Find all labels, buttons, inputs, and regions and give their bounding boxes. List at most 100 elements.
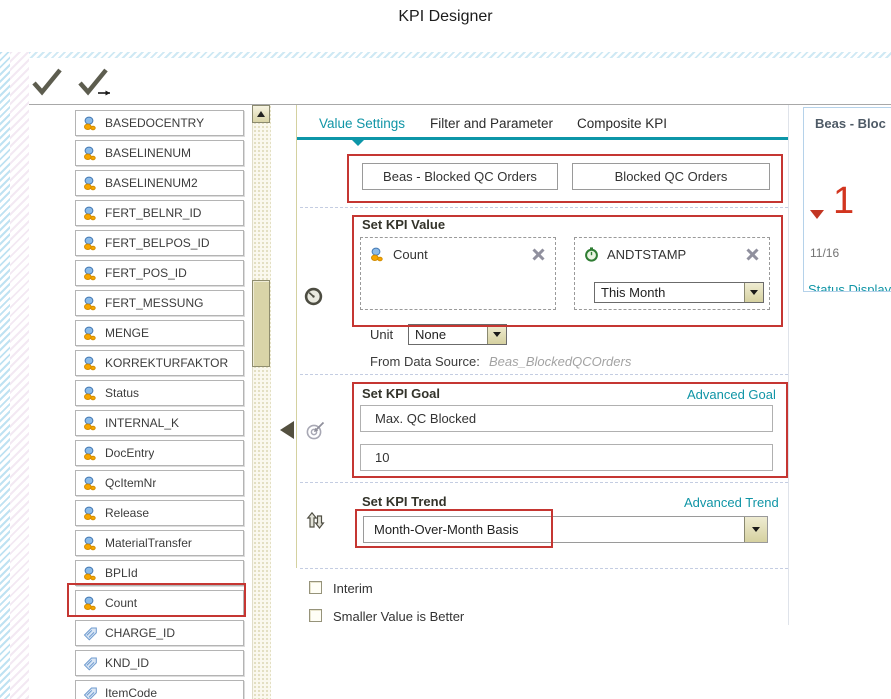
interim-label: Interim <box>333 581 373 596</box>
field-item-label: BASELINENUM <box>105 146 192 160</box>
field-item-label: BASELINENUM2 <box>105 176 198 190</box>
field-item-baselinenum2[interactable]: BASELINENUM2 <box>75 170 244 196</box>
confirm-and-next-check-icon[interactable] <box>76 66 112 98</box>
numeric-field-icon <box>83 356 98 371</box>
numeric-field-icon <box>83 566 98 581</box>
numeric-field-icon <box>83 446 98 461</box>
numeric-field-icon <box>83 176 98 191</box>
collapse-panel-arrow[interactable] <box>280 421 294 439</box>
tab-filter-and-parameter[interactable]: Filter and Parameter <box>430 116 554 131</box>
field-item-label: BPLId <box>105 566 138 580</box>
toolbar-divider <box>29 104 891 105</box>
field-item-label: MaterialTransfer <box>105 536 192 550</box>
field-item-label: QcItemNr <box>105 476 157 490</box>
field-item-internal_k[interactable]: INTERNAL_K <box>75 410 244 436</box>
field-item-materialtransfer[interactable]: MaterialTransfer <box>75 530 244 556</box>
interim-checkbox[interactable] <box>309 581 322 594</box>
numeric-field-icon <box>83 596 98 611</box>
numeric-field-icon <box>83 326 98 341</box>
numeric-field-icon <box>83 386 98 401</box>
field-item-knd_id[interactable]: KND_ID <box>75 650 244 676</box>
field-item-basedocentry[interactable]: BASEDOCENTRY <box>75 110 244 136</box>
scroll-up-button[interactable] <box>252 105 270 123</box>
dropdown-arrow-icon[interactable] <box>744 283 763 302</box>
window-border-left <box>0 52 10 699</box>
window-border-top <box>0 52 891 58</box>
dropdown-arrow-icon[interactable] <box>487 325 506 344</box>
value-section-title: Set KPI Value <box>362 217 446 232</box>
field-item-itemcode[interactable]: ItemCode <box>75 680 244 699</box>
separator <box>300 207 788 208</box>
unit-label: Unit <box>370 327 394 342</box>
field-item-label: ItemCode <box>105 686 158 699</box>
field-item-label: CHARGE_ID <box>105 626 176 640</box>
numeric-field-icon <box>83 536 98 551</box>
remove-time-field-icon[interactable] <box>745 247 760 262</box>
smaller-value-is-better-checkbox[interactable] <box>309 609 322 622</box>
active-tab-marker <box>352 140 364 146</box>
time-field-label: ANDTSTAMP <box>607 247 687 262</box>
target-goal-icon <box>305 419 327 446</box>
kpi-display-name-input[interactable]: Blocked QC Orders <box>572 163 770 190</box>
advanced-trend-link[interactable]: Advanced Trend <box>684 495 779 510</box>
datasource-value: Beas_BlockedQCOrders <box>489 354 632 369</box>
goal-name-input[interactable]: Max. QC Blocked <box>360 405 773 432</box>
stopwatch-icon <box>584 247 599 262</box>
field-item-bplid[interactable]: BPLId <box>75 560 244 586</box>
field-item-menge[interactable]: MENGE <box>75 320 244 346</box>
field-item-status[interactable]: Status <box>75 380 244 406</box>
field-item-qcitemnr[interactable]: QcItemNr <box>75 470 244 496</box>
field-item-charge_id[interactable]: CHARGE_ID <box>75 620 244 646</box>
kpi-preview-date: 11/16 <box>810 246 840 260</box>
unit-select[interactable]: None <box>408 324 507 345</box>
field-item-label: MENGE <box>105 326 150 340</box>
field-item-fert_pos_id[interactable]: FERT_POS_ID <box>75 260 244 286</box>
separator <box>300 374 788 375</box>
time-range-select[interactable]: This Month <box>594 282 764 303</box>
goal-value-input[interactable]: 10 <box>360 444 773 471</box>
dropdown-arrow-icon[interactable] <box>744 517 767 542</box>
scrollbar-thumb[interactable] <box>252 280 270 367</box>
field-item-count[interactable]: Count <box>75 590 244 616</box>
field-item-korrekturfaktor[interactable]: KORREKTURFAKTOR <box>75 350 244 376</box>
numeric-field-icon <box>83 296 98 311</box>
confirm-check-icon[interactable] <box>30 66 66 98</box>
page-title: KPI Designer <box>398 8 493 25</box>
content-right-divider <box>788 105 789 625</box>
field-item-label: Release <box>105 506 150 520</box>
advanced-goal-link[interactable]: Advanced Goal <box>687 387 776 402</box>
tag-icon <box>83 626 98 641</box>
field-item-label: FERT_BELPOS_ID <box>105 236 210 250</box>
gauge-icon <box>304 287 323 311</box>
trend-arrows-icon <box>306 510 326 536</box>
field-item-label: DocEntry <box>105 446 155 460</box>
field-item-fert_belpos_id[interactable]: FERT_BELPOS_ID <box>75 230 244 256</box>
remove-measure-icon[interactable] <box>531 247 546 262</box>
time-dimension-dropzone[interactable]: ANDTSTAMP This Month <box>574 237 770 310</box>
numeric-field-icon <box>83 206 98 221</box>
separator <box>300 482 788 483</box>
field-item-release[interactable]: Release <box>75 500 244 526</box>
smaller-value-is-better-label: Smaller Value is Better <box>333 609 465 624</box>
field-item-label: BASEDOCENTRY <box>105 116 205 130</box>
numeric-field-icon <box>370 247 385 262</box>
kpi-preview-value: 1 <box>833 180 855 222</box>
field-item-fert_messung[interactable]: FERT_MESSUNG <box>75 290 244 316</box>
field-item-fert_belnr_id[interactable]: FERT_BELNR_ID <box>75 200 244 226</box>
datasource-label: From Data Source: <box>370 354 480 369</box>
status-display-link[interactable]: Status Display <box>808 282 891 292</box>
tag-icon <box>83 656 98 671</box>
tab-value-settings[interactable]: Value Settings <box>319 116 406 131</box>
tab-composite-kpi[interactable]: Composite KPI <box>577 116 668 131</box>
field-item-docentry[interactable]: DocEntry <box>75 440 244 466</box>
field-item-baselinenum[interactable]: BASELINENUM <box>75 140 244 166</box>
trend-basis-select[interactable]: Month-Over-Month Basis <box>363 516 768 543</box>
separator <box>300 568 788 569</box>
kpi-name-input[interactable]: Beas - Blocked QC Orders <box>362 163 558 190</box>
numeric-field-icon <box>83 506 98 521</box>
field-item-label: INTERNAL_K <box>105 416 180 430</box>
field-list-scrollbar-track[interactable] <box>252 105 271 699</box>
measure-dropzone[interactable]: Count <box>360 237 556 310</box>
